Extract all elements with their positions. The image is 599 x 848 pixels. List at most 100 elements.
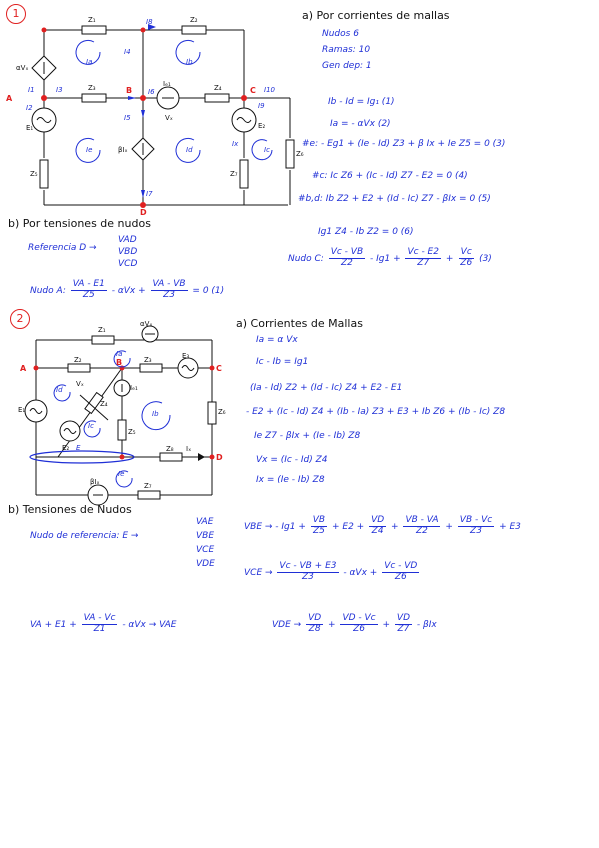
p1-eq1: Ib - Id = Ig₁ (1) — [328, 97, 395, 107]
c1-label-e2: E₂ — [258, 122, 266, 130]
c1-label-z4: Z₄ — [214, 84, 222, 92]
p2-vce-f1-den: Z3 — [302, 571, 314, 582]
c2-mesh-id: Id — [56, 386, 63, 394]
c1-current-i6: I6 — [148, 88, 155, 96]
p2-vde-tail: - βIx — [416, 619, 437, 630]
z4-resistor — [204, 93, 230, 103]
p1-nudo-c-tag: (3) — [479, 253, 492, 264]
p2-vbe-f1-num: VB — [310, 515, 328, 527]
p2-vde-f2-den: Z6 — [353, 623, 365, 634]
c2-z4-resistor — [84, 391, 104, 415]
p2-vce-mid: - αVx + — [343, 567, 378, 578]
p1-nudo-a-tail: = 0 (1) — [192, 285, 225, 296]
p2-vce-f2-den: Z6 — [394, 571, 407, 582]
p2-vbe-f2-den: Z4 — [371, 525, 384, 536]
p2-vbe-f3-den: Z2 — [416, 525, 428, 536]
p2-eq1: Ia = α Vx — [256, 335, 298, 345]
c2-z6-resistor — [207, 401, 217, 425]
p2-vbe-p2: + — [391, 521, 399, 532]
c2-label-z4: Z₄ — [100, 400, 108, 408]
c1-current-i10: I10 — [264, 86, 275, 94]
p2-eq7: Ix = (Ie - Ib) Z8 — [256, 475, 325, 485]
c2-mesh-ie: Ie — [118, 470, 125, 478]
p2-part-b-title: b) Tensiones de Nudos — [8, 503, 132, 516]
c1-current-i9: I9 — [258, 102, 265, 110]
c2-label-z7: Z₇ — [144, 482, 152, 490]
node-c-dot — [241, 95, 247, 101]
p1-nudo-a-mid: - αVx + — [111, 285, 146, 296]
z5-resistor — [39, 159, 49, 189]
c2-mesh-ic: Ic — [88, 422, 94, 430]
c1-label-z3: Z₃ — [88, 84, 96, 92]
c2-label-e2: E₂ — [62, 444, 70, 452]
c1-label-z5: Z₅ — [30, 170, 38, 178]
c1-mesh-ia: Ia — [86, 58, 93, 66]
node-b-dot — [140, 95, 146, 101]
c2-node-e: E — [76, 444, 81, 452]
p2-vde-f3-num: VD — [394, 613, 413, 625]
c2-label-bix: βIₓ — [90, 478, 100, 486]
p2-vbe-f2-num: VD — [369, 515, 387, 527]
z1-resistor — [81, 25, 107, 35]
p2-vae: VAE — [196, 517, 214, 527]
mesh-a-loop — [75, 39, 101, 65]
c1-label-z7: Z₇ — [230, 170, 238, 178]
p2-vce: VCE — [196, 545, 215, 555]
c2-node-b: B — [116, 358, 123, 367]
p1-nudo-a-f1-num: VA - E1 — [70, 279, 107, 291]
c2-label-z8: Z₈ — [166, 445, 174, 453]
c1-mesh-id: Id — [186, 146, 193, 154]
p1-nudo-c-f3-den: Z6 — [460, 257, 473, 268]
p2-vbe-p3: + — [445, 521, 453, 532]
p2-vbe-f3-num: VB - VA — [403, 515, 441, 527]
p1-part-a-title: a) Por corrientes de mallas — [302, 9, 450, 22]
p1-eq3: #e: - Eg1 + (Ie - Id) Z3 + β Ix + Ie Z5 … — [302, 139, 506, 149]
p1-nudos: Nudos 6 — [322, 29, 359, 39]
p2-part-a-title: a) Corrientes de Mallas — [236, 317, 363, 330]
c1-current-i7: I7 — [146, 190, 153, 198]
p1-eq5: #b,d: Ib Z2 + E2 + (Id - Ic) Z7 - βIx = … — [298, 194, 491, 204]
p1-nudo-a-f2-num: VA - VB — [150, 279, 188, 291]
z6-resistor — [285, 139, 295, 169]
p1-referencia: Referencia D → — [28, 243, 97, 253]
node-e-highlight — [29, 450, 135, 464]
z3-resistor — [81, 93, 107, 103]
p2-vbe: VBE — [196, 531, 215, 541]
c1-current-i2: I2 — [26, 104, 33, 112]
problem-1-number: 1 — [6, 4, 26, 24]
c2-label-z2: Z₂ — [74, 356, 82, 364]
c1-current-i1: I1 — [28, 86, 35, 94]
p2-vae-f1-num: VA - Vc — [81, 613, 118, 625]
p2-vbe-tail: + E3 — [499, 521, 521, 532]
p2-eq3: (Ia - Id) Z2 + (Id - Ic) Z4 + E2 - E1 — [250, 383, 403, 393]
c1-label-z6: Z₆ — [296, 150, 304, 158]
p2-eq5: Ie Z7 - βIx + (Ie - Ib) Z8 — [254, 431, 361, 441]
p1-nudo-c-f1-num: Vc - VB — [328, 247, 366, 259]
c1-node-d: D — [140, 208, 147, 217]
p1-part-b-title: b) Por tensiones de nudos — [8, 217, 151, 230]
c1-current-ix: Ix — [232, 140, 239, 148]
p2-vbe-f4-num: VB - Vc — [457, 515, 495, 527]
p1-vcd: VCD — [118, 259, 138, 269]
c1-node-c: C — [250, 86, 256, 95]
p1-vbd: VBD — [118, 247, 138, 257]
mesh-d-loop — [175, 137, 201, 163]
c2-label-e1: E₁ — [18, 406, 26, 414]
p2-vde-f3-den: Z7 — [397, 623, 410, 634]
problem-2-number: 2 — [10, 309, 30, 329]
p2-referencia: Nudo de referencia: E → — [30, 531, 139, 541]
p2-vbe-f4-den: Z3 — [470, 525, 482, 536]
p2-vbe-f1-den: Z5 — [312, 525, 325, 536]
p2-eq2: Ic - Ib = Ig1 — [256, 357, 309, 367]
mesh-c-loop — [251, 139, 273, 161]
p2-vde-label: VDE → — [272, 619, 302, 630]
p2-eq6: Vx = (Ic - Id) Z4 — [256, 455, 328, 465]
p1-ramas: Ramas: 10 — [322, 45, 371, 55]
p2-vce-f2-num: Vc - VD — [382, 561, 420, 573]
c2-label-z3: Z₃ — [144, 356, 152, 364]
mesh-b-loop — [175, 39, 201, 65]
